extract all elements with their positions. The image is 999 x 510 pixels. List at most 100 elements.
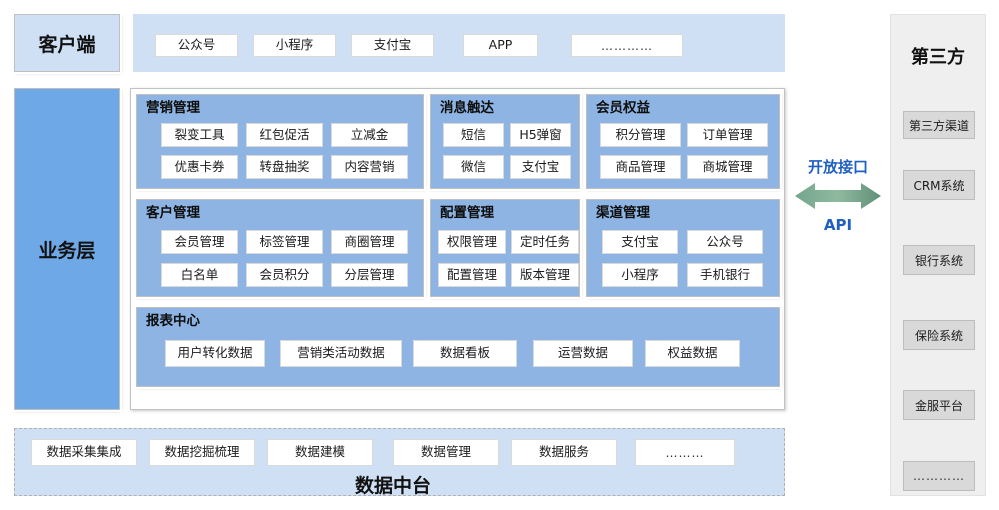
third-party-system-more[interactable]: ………… bbox=[903, 461, 975, 491]
module-chip[interactable]: 内容营销 bbox=[331, 155, 408, 179]
client-channel-label: 小程序 bbox=[275, 37, 314, 53]
module-chip-label: 运营数据 bbox=[557, 345, 608, 361]
module-chip[interactable]: 运营数据 bbox=[533, 340, 633, 367]
third-party-system-insurance[interactable]: 保险系统 bbox=[903, 320, 975, 350]
module-chip-label: 定时任务 bbox=[519, 233, 570, 249]
group-title: 会员权益 bbox=[596, 100, 650, 116]
module-chip-label: 权益数据 bbox=[667, 345, 718, 361]
module-chip[interactable]: 裂变工具 bbox=[161, 123, 238, 147]
module-chip[interactable]: 商品管理 bbox=[600, 155, 681, 179]
group-title: 配置管理 bbox=[440, 205, 494, 221]
module-chip-label: 权限管理 bbox=[446, 233, 497, 249]
third-party-system-fintech[interactable]: 金服平台 bbox=[903, 390, 975, 420]
module-chip[interactable]: 权限管理 bbox=[438, 230, 506, 254]
client-channel-bar: 公众号 小程序 支付宝 APP ………… bbox=[133, 14, 785, 72]
client-channel-label: APP bbox=[488, 37, 513, 53]
group-title: 报表中心 bbox=[146, 313, 200, 329]
module-chip[interactable]: H5弹窗 bbox=[510, 123, 571, 147]
open-api-connector: 开放接口 API bbox=[790, 148, 886, 244]
data-platform-section: 数据采集集成 数据挖掘梳理 数据建模 数据管理 数据服务 ……… 数据中台 bbox=[14, 428, 785, 497]
double-arrow-icon bbox=[795, 182, 881, 209]
group-title: 营销管理 bbox=[146, 100, 200, 116]
module-chip[interactable]: 短信 bbox=[443, 123, 504, 147]
module-chip[interactable]: 定时任务 bbox=[511, 230, 579, 254]
module-chip[interactable]: 优惠卡券 bbox=[161, 155, 238, 179]
module-chip[interactable]: 订单管理 bbox=[687, 123, 768, 147]
module-chip[interactable]: 会员管理 bbox=[161, 230, 238, 254]
data-platform-chip-label: 数据服务 bbox=[538, 444, 589, 460]
group-report-center: 报表中心 用户转化数据 营销类活动数据 数据看板 运营数据 权益数据 bbox=[136, 307, 780, 387]
group-title: 渠道管理 bbox=[596, 205, 650, 221]
group-title: 消息触达 bbox=[440, 100, 494, 116]
module-chip-label: 优惠卡券 bbox=[174, 158, 225, 174]
third-party-system-label: 第三方渠道 bbox=[908, 118, 969, 133]
module-chip-label: 会员积分 bbox=[259, 266, 310, 282]
module-chip[interactable]: 商圈管理 bbox=[331, 230, 408, 254]
open-api-top-label: 开放接口 bbox=[807, 157, 868, 176]
module-chip-label: 白名单 bbox=[180, 266, 219, 282]
module-chip[interactable]: 支付宝 bbox=[510, 155, 571, 179]
third-party-system-crm[interactable]: CRM系统 bbox=[903, 170, 975, 200]
business-layer-frame: 营销管理 裂变工具 红包促活 立减金 优惠卡券 转盘抽奖 内容营销 消息触达 短… bbox=[130, 88, 785, 410]
module-chip[interactable]: 立减金 bbox=[331, 123, 408, 147]
group-channel-management: 渠道管理 支付宝 公众号 小程序 手机银行 bbox=[586, 199, 780, 297]
module-chip[interactable]: 红包促活 bbox=[246, 123, 323, 147]
third-party-panel: 第三方 第三方渠道 CRM系统 银行系统 保险系统 金服平台 ………… bbox=[890, 14, 986, 496]
module-chip-label: H5弹窗 bbox=[519, 126, 562, 142]
data-platform-chip[interactable]: 数据服务 bbox=[511, 439, 617, 466]
third-party-system-channel[interactable]: 第三方渠道 bbox=[903, 111, 975, 139]
data-platform-chip-label: 数据采集集成 bbox=[46, 444, 122, 460]
module-chip[interactable]: 用户转化数据 bbox=[165, 340, 265, 367]
third-party-system-label: 银行系统 bbox=[914, 253, 963, 268]
data-platform-chip[interactable]: 数据采集集成 bbox=[31, 439, 137, 466]
module-chip-label: 版本管理 bbox=[519, 266, 570, 282]
module-chip-label: 裂变工具 bbox=[174, 126, 225, 142]
business-layer-label: 业务层 bbox=[14, 88, 120, 410]
group-member-benefits: 会员权益 积分管理 订单管理 商品管理 商城管理 bbox=[586, 94, 780, 189]
data-platform-chip[interactable]: ……… bbox=[635, 439, 735, 466]
module-chip[interactable]: 白名单 bbox=[161, 263, 238, 287]
module-chip[interactable]: 微信 bbox=[443, 155, 504, 179]
client-channel-more[interactable]: ………… bbox=[571, 34, 683, 57]
module-chip[interactable]: 支付宝 bbox=[602, 230, 678, 254]
module-chip[interactable]: 版本管理 bbox=[511, 263, 579, 287]
client-channel-gongzhonghao[interactable]: 公众号 bbox=[155, 34, 238, 57]
client-channel-label: 支付宝 bbox=[373, 37, 412, 53]
module-chip[interactable]: 权益数据 bbox=[645, 340, 740, 367]
module-chip[interactable]: 数据看板 bbox=[413, 340, 517, 367]
data-platform-chip-label: 数据管理 bbox=[420, 444, 471, 460]
module-chip[interactable]: 标签管理 bbox=[246, 230, 323, 254]
module-chip-label: 商圈管理 bbox=[344, 233, 395, 249]
module-chip[interactable]: 分层管理 bbox=[331, 263, 408, 287]
module-chip-label: 公众号 bbox=[706, 233, 744, 249]
module-chip-label: 商品管理 bbox=[615, 158, 666, 174]
module-chip[interactable]: 会员积分 bbox=[246, 263, 323, 287]
data-platform-chip[interactable]: 数据挖掘梳理 bbox=[149, 439, 255, 466]
data-platform-chip[interactable]: 数据建模 bbox=[267, 439, 373, 466]
business-layer-label-text: 业务层 bbox=[38, 239, 96, 262]
module-chip[interactable]: 手机银行 bbox=[687, 263, 763, 287]
third-party-system-label: 金服平台 bbox=[914, 398, 963, 413]
module-chip[interactable]: 积分管理 bbox=[600, 123, 681, 147]
third-party-system-label: CRM系统 bbox=[913, 178, 965, 193]
third-party-system-bank[interactable]: 银行系统 bbox=[903, 245, 975, 275]
group-title: 客户管理 bbox=[146, 205, 200, 221]
client-channel-label: 公众号 bbox=[177, 37, 216, 53]
module-chip-label: 内容营销 bbox=[344, 158, 395, 174]
module-chip[interactable]: 商城管理 bbox=[687, 155, 768, 179]
data-platform-chip-label: 数据挖掘梳理 bbox=[164, 444, 240, 460]
module-chip[interactable]: 转盘抽奖 bbox=[246, 155, 323, 179]
client-channel-app[interactable]: APP bbox=[463, 34, 538, 57]
module-chip[interactable]: 配置管理 bbox=[438, 263, 506, 287]
client-channel-xiaochengxu[interactable]: 小程序 bbox=[253, 34, 336, 57]
group-customer-management: 客户管理 会员管理 标签管理 商圈管理 白名单 会员积分 分层管理 bbox=[136, 199, 424, 297]
module-chip[interactable]: 小程序 bbox=[602, 263, 678, 287]
module-chip[interactable]: 营销类活动数据 bbox=[280, 340, 402, 367]
client-channel-zhifubao[interactable]: 支付宝 bbox=[351, 34, 434, 57]
module-chip-label: 营销类活动数据 bbox=[297, 345, 385, 361]
data-platform-title: 数据中台 bbox=[355, 475, 432, 497]
module-chip-label: 数据看板 bbox=[439, 345, 490, 361]
module-chip[interactable]: 公众号 bbox=[687, 230, 763, 254]
module-chip-label: 支付宝 bbox=[621, 233, 659, 249]
data-platform-chip[interactable]: 数据管理 bbox=[393, 439, 499, 466]
